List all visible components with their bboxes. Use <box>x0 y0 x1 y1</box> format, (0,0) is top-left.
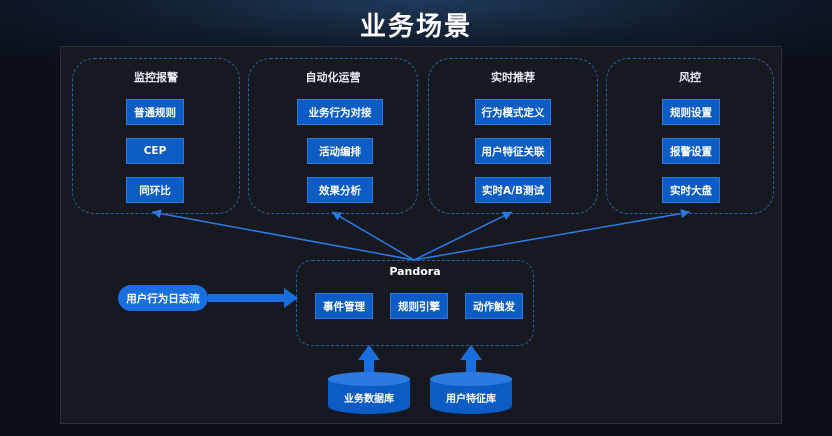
database-label: 用户特征库 <box>446 393 496 405</box>
edge-log-to-pandora-head <box>284 288 298 308</box>
user-behavior-log-stream: 用户行为日志流 <box>118 285 208 311</box>
edge-featdb-to-pandora-head <box>460 345 482 360</box>
group-title: 监控报警 <box>134 71 178 84</box>
edge-pandora-to-risk <box>413 209 691 261</box>
edge-bizdb-to-pandora-head <box>358 345 380 360</box>
node-effect-analysis: 效果分析 <box>307 177 373 203</box>
node-alert-setting: 报警设置 <box>662 138 720 164</box>
node-rule-setting: 规则设置 <box>662 99 720 125</box>
pandora-box: Pandora 事件管理 规则引擎 动作触发 <box>296 260 534 346</box>
node-event-management: 事件管理 <box>315 293 373 319</box>
database-label: 业务数据库 <box>344 393 394 405</box>
edge-pandora-to-ops <box>331 211 415 261</box>
cylinder-top <box>430 372 512 386</box>
node-action-trigger: 动作触发 <box>465 293 523 319</box>
node-behavior-pattern: 行为模式定义 <box>475 99 551 125</box>
node-rule-engine: 规则引擎 <box>390 293 448 319</box>
node-realtime-dashboard: 实时大盘 <box>662 177 720 203</box>
edge-log-to-pandora <box>208 294 284 302</box>
group-auto-ops: 自动化运营 业务行为对接 活动编排 效果分析 <box>248 58 418 214</box>
node-activity-orchestration: 活动编排 <box>307 138 373 164</box>
node-cep: CEP <box>126 138 184 164</box>
node-user-feature-link: 用户特征关联 <box>475 138 551 164</box>
node-ab-test: 实时A/B测试 <box>475 177 551 203</box>
user-feature-database: 用户特征库 <box>430 372 512 414</box>
edge-pandora-to-monitor <box>151 209 415 261</box>
group-monitoring-alert: 监控报警 普通规则 CEP 同环比 <box>72 58 240 214</box>
group-title: 自动化运营 <box>305 71 361 84</box>
cylinder-top <box>328 372 410 386</box>
edge-pandora-to-recommend <box>413 211 513 261</box>
group-realtime-recommend: 实时推荐 行为模式定义 用户特征关联 实时A/B测试 <box>428 58 598 214</box>
node-business-behavior: 业务行为对接 <box>297 99 383 125</box>
node-normal-rule: 普通规则 <box>126 99 184 125</box>
pandora-title: Pandora <box>389 265 441 278</box>
page-title: 业务场景 <box>359 12 472 42</box>
group-title: 实时推荐 <box>491 71 535 84</box>
edge-bizdb-to-pandora <box>364 358 374 372</box>
group-risk-control: 风控 规则设置 报警设置 实时大盘 <box>606 58 774 214</box>
node-yoy-mom: 同环比 <box>126 177 184 203</box>
business-database: 业务数据库 <box>328 372 410 414</box>
edge-featdb-to-pandora <box>466 358 476 372</box>
group-title: 风控 <box>679 71 701 84</box>
